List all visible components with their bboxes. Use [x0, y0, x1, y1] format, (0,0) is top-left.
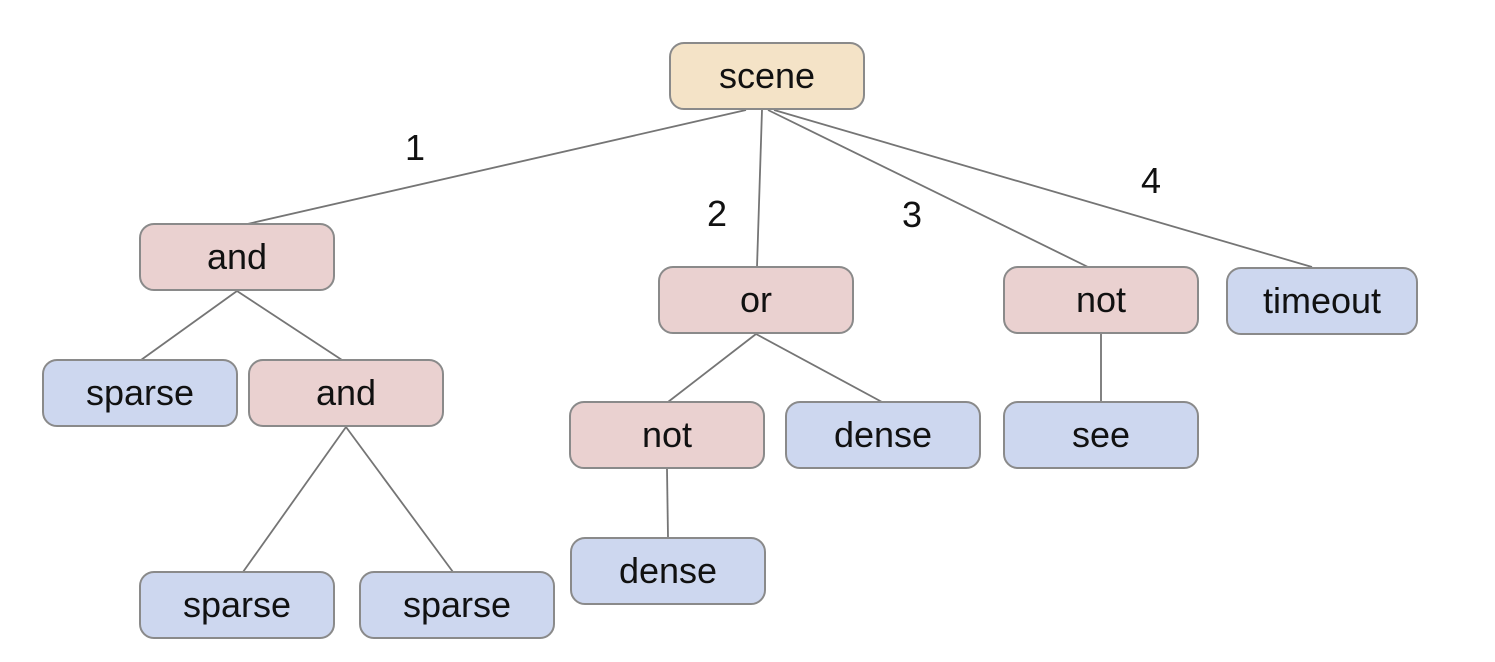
edge-scene-or: [756, 109, 763, 268]
node-see: see: [1003, 401, 1199, 469]
node-not-1-label: not: [1075, 279, 1127, 320]
edge-and2-sparse3: [345, 426, 454, 573]
node-scene-label: scene: [718, 55, 816, 96]
node-sparse-2: sparse: [139, 571, 335, 639]
node-dense-1: dense: [785, 401, 981, 469]
edge-label-2: 2: [706, 193, 728, 234]
node-not-1: not: [1003, 266, 1199, 334]
node-not-2: not: [569, 401, 765, 469]
edge-or-dense: [755, 333, 883, 403]
node-sparse-3-label: sparse: [402, 584, 512, 625]
node-timeout-label: timeout: [1262, 280, 1382, 321]
edge-scene-and: [242, 109, 747, 226]
node-not-2-label: not: [641, 414, 693, 455]
node-scene: scene: [669, 42, 865, 110]
edge-label-4: 4: [1140, 160, 1162, 201]
edge-and-and: [236, 290, 343, 361]
edge-scene-timeout: [773, 109, 1313, 268]
node-and-2-label: and: [315, 372, 377, 413]
node-or: or: [658, 266, 854, 334]
node-dense-1-label: dense: [833, 414, 933, 455]
edge-and-sparse: [140, 290, 238, 361]
node-and-1: and: [139, 223, 335, 291]
node-sparse-1-label: sparse: [85, 372, 195, 413]
edge-scene-not: [767, 109, 1089, 268]
node-dense-2: dense: [570, 537, 766, 605]
node-timeout: timeout: [1226, 267, 1418, 335]
node-see-label: see: [1071, 414, 1131, 455]
edge-and2-sparse2: [242, 426, 347, 573]
node-sparse-3: sparse: [359, 571, 555, 639]
edge-label-1: 1: [404, 127, 426, 168]
edge-label-3: 3: [901, 194, 923, 235]
node-and-2: and: [248, 359, 444, 427]
node-and-1-label: and: [206, 236, 268, 277]
node-sparse-2-label: sparse: [182, 584, 292, 625]
edge-not2-dense2: [666, 468, 669, 538]
edge-or-not: [667, 333, 757, 403]
node-or-label: or: [739, 279, 772, 320]
node-dense-2-label: dense: [618, 550, 718, 591]
node-sparse-1: sparse: [42, 359, 238, 427]
